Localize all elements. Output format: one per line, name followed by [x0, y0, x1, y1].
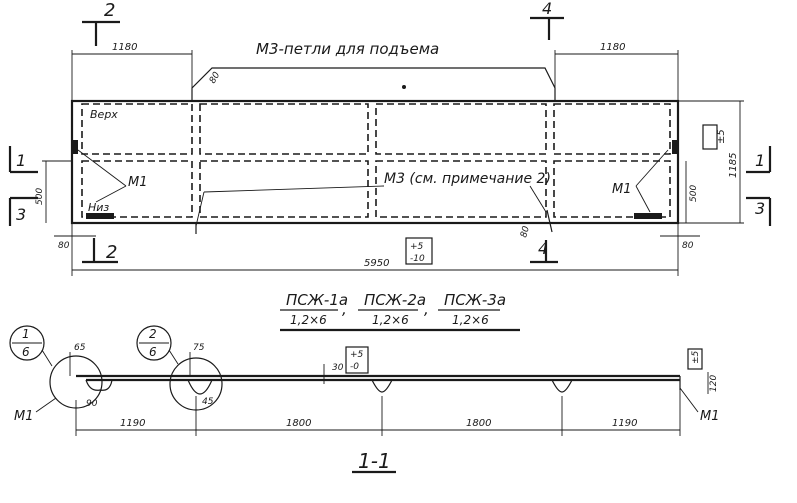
- svg-text:80: 80: [58, 241, 70, 251]
- svg-text:1180: 1180: [600, 42, 625, 53]
- mark-designations: ПСЖ-1а 1,2×6 , ПСЖ-2а 1,2×6 , ПСЖ-3а 1,2…: [280, 291, 520, 332]
- svg-text:1185: 1185: [728, 153, 739, 178]
- svg-text:80: 80: [682, 241, 694, 251]
- svg-text:+5: +5: [350, 350, 364, 360]
- svg-text:Низ: Низ: [88, 201, 109, 214]
- slab-outline: [70, 99, 680, 225]
- svg-text:1190: 1190: [612, 418, 637, 429]
- svg-text:1,2×6: 1,2×6: [452, 313, 489, 327]
- svg-text:М3 (см. примечание 2): М3 (см. примечание 2): [384, 171, 551, 187]
- plate-m1-right: [634, 213, 662, 219]
- svg-text:4: 4: [538, 239, 548, 258]
- section-mark-4-top: 4: [530, 0, 564, 40]
- svg-text:-0: -0: [350, 362, 359, 372]
- svg-text:45: 45: [202, 397, 214, 407]
- section-1-1: 1 6 2 6 65 75 30 90 45 +5 -0 ±5 120 М1 М…: [9, 325, 720, 474]
- section-mark-2-top: 2: [82, 0, 120, 46]
- svg-text:М3-петли для подъема: М3-петли для подъема: [256, 40, 439, 58]
- svg-text:6: 6: [149, 345, 157, 359]
- svg-text:90: 90: [86, 399, 98, 409]
- svg-text:1180: 1180: [112, 42, 137, 53]
- svg-text:75: 75: [193, 343, 205, 353]
- lifting-loop-left: [191, 67, 556, 101]
- svg-text:±5: ±5: [716, 129, 727, 144]
- svg-text:,: ,: [424, 300, 429, 318]
- plate-m1-left: [86, 213, 114, 219]
- rib-grid: [81, 103, 671, 218]
- svg-text:1,2×6: 1,2×6: [372, 313, 409, 327]
- section-title: 1-1: [358, 449, 391, 473]
- svg-text:65: 65: [74, 343, 86, 353]
- svg-text:1: 1: [755, 151, 765, 170]
- section-mark-4-bottom: 4: [530, 239, 558, 264]
- svg-text:5950: 5950: [364, 258, 389, 269]
- svg-text:80: 80: [208, 70, 223, 85]
- svg-text:2: 2: [106, 242, 117, 263]
- svg-text:30: 30: [332, 363, 344, 373]
- svg-text:1800: 1800: [466, 418, 491, 429]
- callout-1-6: 1 6: [9, 325, 53, 367]
- svg-text:,: ,: [342, 300, 347, 318]
- plan-view: 2 4 2 4 1 3 1: [8, 0, 772, 276]
- svg-text:М1: М1: [14, 409, 34, 424]
- svg-text:500: 500: [35, 188, 45, 205]
- svg-text:ПСЖ-2а: ПСЖ-2а: [364, 291, 426, 309]
- svg-text:М1: М1: [700, 409, 720, 424]
- svg-text:2: 2: [104, 0, 115, 21]
- svg-text:4: 4: [542, 0, 552, 18]
- svg-text:М1: М1: [612, 182, 632, 197]
- svg-text:80: 80: [519, 225, 532, 239]
- svg-text:1: 1: [22, 327, 30, 341]
- svg-text:1,2×6: 1,2×6: [290, 313, 327, 327]
- section-mark-3-right: 3: [746, 196, 772, 226]
- svg-text:6: 6: [22, 345, 30, 359]
- svg-text:2: 2: [149, 327, 157, 341]
- svg-text:ПСЖ-3а: ПСЖ-3а: [444, 291, 506, 309]
- section-mark-1-left: 1: [8, 146, 38, 174]
- callout-2-6: 2 6: [136, 325, 179, 365]
- svg-text:500: 500: [689, 185, 699, 202]
- svg-text:3: 3: [16, 205, 26, 224]
- svg-text:1: 1: [16, 151, 26, 170]
- svg-text:±5: ±5: [691, 350, 701, 364]
- svg-text:3: 3: [755, 199, 765, 218]
- svg-text:1800: 1800: [286, 418, 311, 429]
- section-mark-1-right: 1: [746, 146, 772, 174]
- svg-text:Верх: Верх: [90, 108, 118, 121]
- svg-text:120: 120: [709, 375, 719, 392]
- svg-text:+5: +5: [410, 242, 424, 252]
- svg-text:1190: 1190: [120, 418, 145, 429]
- section-mark-3-left: 3: [8, 196, 38, 226]
- svg-text:-10: -10: [410, 254, 425, 264]
- section-mark-2-bottom: 2: [82, 238, 118, 264]
- svg-text:ПСЖ-1а: ПСЖ-1а: [286, 291, 348, 309]
- svg-text:М1: М1: [128, 175, 148, 190]
